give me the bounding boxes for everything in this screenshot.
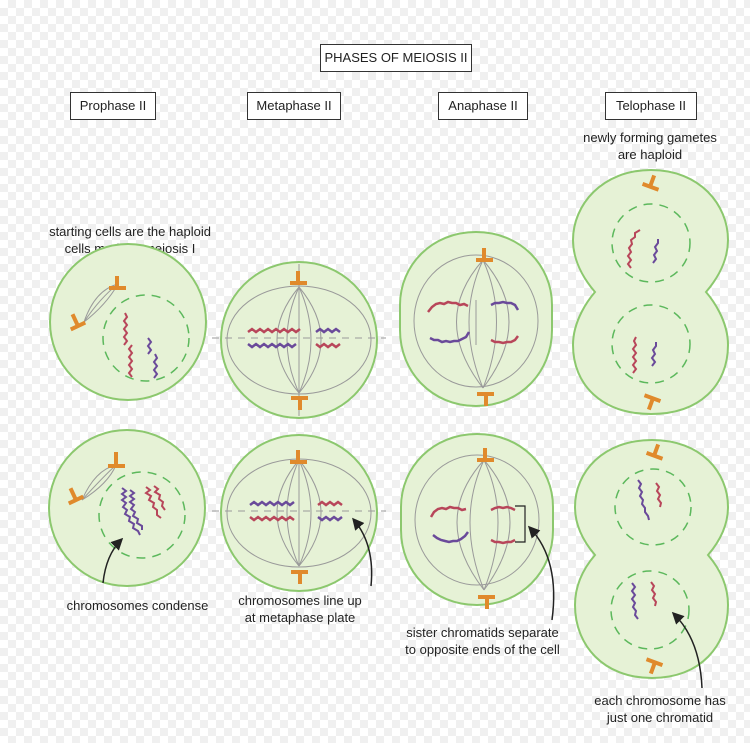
centrosome — [67, 487, 85, 506]
nuclear-envelope — [98, 471, 186, 559]
chromosome — [490, 335, 519, 345]
note-line: chromosomes line up — [238, 593, 362, 608]
chromosome — [247, 342, 297, 349]
chromosome — [249, 500, 295, 507]
note-telophase-top: newly forming gametes are haploid — [565, 129, 735, 163]
chromosome — [128, 489, 143, 530]
metaphase-cell-top — [212, 261, 386, 419]
spindle-fibers — [456, 259, 510, 389]
centrosome — [478, 595, 495, 609]
chromosome — [490, 505, 516, 512]
chromosome — [637, 479, 650, 521]
pointer-arrow — [352, 517, 373, 587]
centrosome — [291, 570, 308, 584]
note-line: at metaphase plate — [244, 610, 356, 625]
chromosome — [317, 515, 343, 522]
telophase-cell-bottom — [573, 438, 730, 689]
chromosome — [652, 239, 659, 264]
prophase-cell-bottom — [48, 429, 206, 587]
chromosome — [317, 500, 343, 507]
centrosome — [645, 443, 664, 461]
centrosome — [290, 271, 307, 285]
centrosome — [290, 450, 307, 464]
nuclear-envelope — [611, 304, 691, 384]
chromosome — [120, 487, 141, 536]
centrosome — [477, 448, 494, 462]
note-line: starting cells are the haploid — [49, 224, 211, 239]
chromosome — [490, 300, 520, 311]
centrosome — [641, 174, 660, 192]
diagram-title: PHASES OF MEIOSIS II — [320, 44, 472, 72]
spindle-fibers — [456, 459, 511, 591]
chromosome — [650, 581, 658, 607]
note-line: are haploid — [617, 147, 683, 162]
chromosome — [144, 486, 162, 519]
nuclear-envelope — [610, 570, 690, 650]
chromosome — [630, 582, 639, 620]
chromosome — [249, 515, 295, 522]
centrosome — [108, 452, 125, 468]
phase-label-prophase: Prophase II — [70, 92, 156, 120]
nuclear-envelope — [614, 468, 692, 546]
chromosome — [429, 331, 471, 344]
chromosome — [146, 337, 153, 355]
chromosome — [127, 344, 134, 378]
pointer-arrow — [527, 525, 555, 621]
chromosome — [429, 505, 467, 518]
chromosome — [490, 538, 516, 545]
note-anaphase-bottom: sister chromatids separate to opposite e… — [385, 624, 580, 658]
nuclear-envelope — [611, 203, 691, 283]
spindle-fibers — [276, 459, 322, 567]
note-line: to opposite ends of the cell — [405, 642, 560, 657]
centrosome — [291, 396, 308, 410]
nuclear-envelope — [102, 294, 190, 382]
anaphase-cell-top — [399, 230, 553, 408]
centrosome — [476, 248, 493, 262]
chromosome — [153, 485, 166, 511]
note-prophase-bottom: chromosomes condense — [66, 598, 209, 613]
chromosome — [650, 342, 657, 367]
note-metaphase-bottom: chromosomes line up at metaphase plate — [220, 592, 380, 626]
chromosome — [631, 336, 638, 374]
chromosome — [655, 482, 663, 508]
centrosome — [109, 276, 126, 290]
note-line: sister chromatids separate — [406, 625, 559, 640]
chromosome — [247, 327, 301, 334]
chromosome — [152, 353, 159, 379]
note-line: just one chromatid — [606, 710, 714, 725]
chromosome — [122, 312, 129, 346]
note-line: each chromosome has — [594, 693, 726, 708]
phase-label-telophase: Telophase II — [605, 92, 697, 120]
centrosome — [643, 393, 662, 411]
chromosome — [315, 342, 341, 349]
anaphase-cell-bottom — [400, 432, 555, 621]
chromosome — [432, 531, 469, 544]
note-telophase-bottom: each chromosome has just one chromatid — [575, 692, 745, 726]
phase-label-metaphase: Metaphase II — [247, 92, 341, 120]
centrosome — [645, 657, 664, 675]
centrosome — [69, 313, 87, 332]
note-line: newly forming gametes — [583, 130, 717, 145]
pointer-arrow — [102, 537, 124, 584]
chromosome — [315, 327, 341, 334]
centrosome — [477, 392, 494, 406]
prophase-cell-top — [49, 243, 207, 401]
phase-label-anaphase: Anaphase II — [438, 92, 528, 120]
pointer-arrow — [671, 611, 703, 689]
chromosome — [626, 229, 641, 269]
telophase-cell-top — [571, 168, 730, 416]
chromosome — [427, 300, 469, 313]
metaphase-cell-bottom — [212, 434, 386, 592]
bracket — [515, 505, 526, 543]
